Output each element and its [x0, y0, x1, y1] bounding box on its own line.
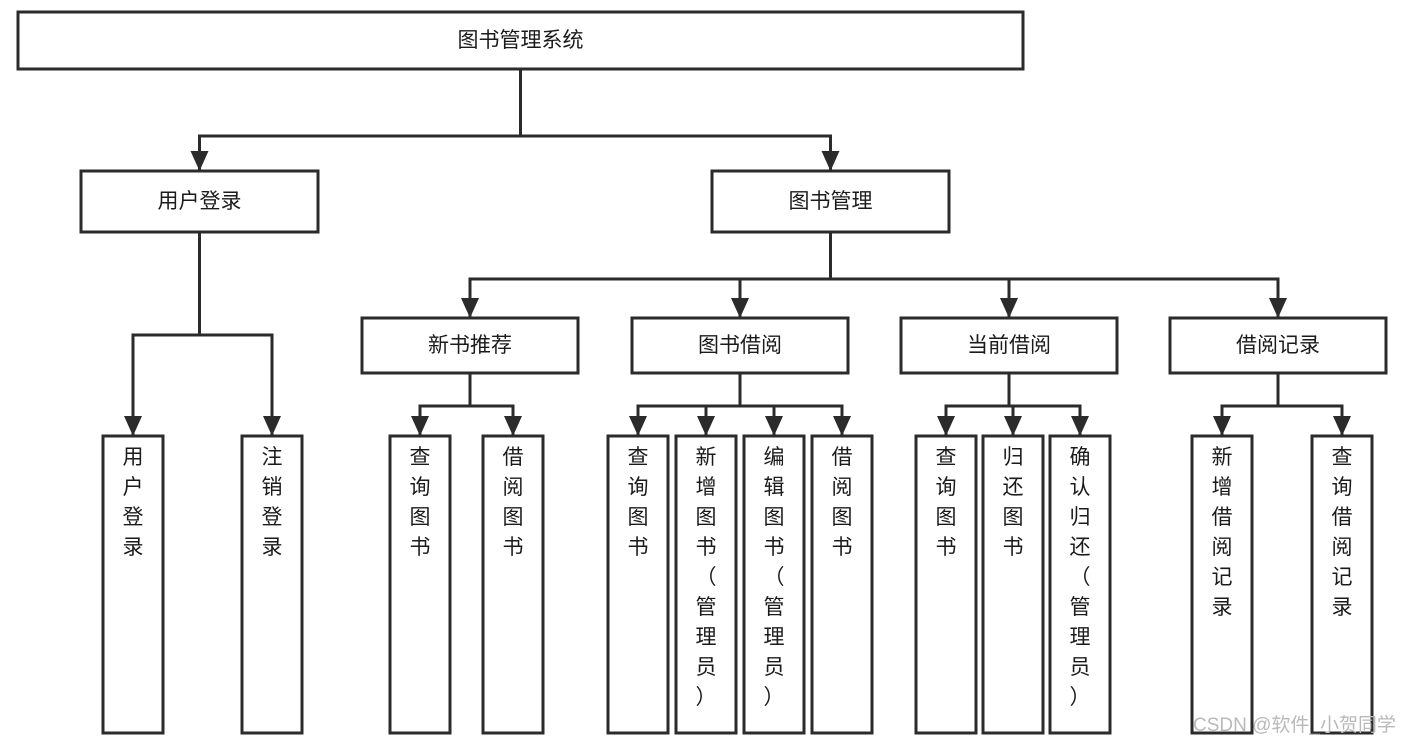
node-leaf-user-login[interactable]: 用户登录 [101, 434, 165, 735]
node-root[interactable]: 图书管理系统 [16, 10, 1025, 71]
node-box-current-borrow [899, 316, 1119, 375]
node-label-new-book-rec: 新书推荐 [428, 334, 512, 357]
edge-group-borrow-record [1213, 371, 1351, 437]
arrow-head-icon-leaf-add-record [1213, 416, 1231, 436]
node-label-book-manage: 图书管理 [789, 190, 873, 213]
node-leaf-query-book-1[interactable]: 查询图书 [388, 434, 452, 735]
arrow-head-icon-leaf-query-book-2 [629, 416, 647, 436]
edge-group-book-manage [461, 230, 1287, 319]
node-leaf-logout[interactable]: 注销登录 [240, 434, 304, 735]
node-label-root: 图书管理系统 [458, 29, 584, 52]
node-label-borrow-record: 借阅记录 [1236, 334, 1320, 357]
node-box-leaf-borrow-book-1 [481, 434, 545, 735]
arrow-head-icon-leaf-borrow-book-2 [833, 416, 851, 436]
node-label-leaf-confirm-return: 确认归还（管理员） [1070, 446, 1091, 709]
node-leaf-edit-book[interactable]: 编辑图书（管理员） [742, 434, 806, 735]
arrow-head-icon-leaf-confirm-return [1071, 416, 1089, 436]
arrow-head-icon-leaf-logout [263, 416, 281, 436]
arrow-head-icon-leaf-borrow-book-1 [504, 416, 522, 436]
node-label-user-login: 用户登录 [158, 190, 242, 213]
node-box-new-book-rec [360, 316, 580, 375]
edge-group-user-login [124, 230, 281, 437]
arrow-head-icon-leaf-query-book-1 [411, 416, 429, 436]
node-box-leaf-user-login [101, 434, 165, 735]
node-label-book-borrow: 图书借阅 [698, 334, 782, 357]
node-box-leaf-logout [240, 434, 304, 735]
node-leaf-add-book[interactable]: 新增图书（管理员） [674, 434, 738, 735]
edge-group-current-borrow [937, 371, 1089, 437]
node-new-book-rec[interactable]: 新书推荐 [360, 316, 580, 375]
csdn-watermark: CSDN @软件_小贺同学 [1193, 714, 1396, 736]
arrow-head-icon-borrow-record [1269, 298, 1287, 318]
node-box-leaf-query-book-2 [606, 434, 670, 735]
node-box-leaf-return-book [981, 434, 1045, 735]
node-user-login[interactable]: 用户登录 [79, 169, 320, 234]
arrow-head-icon-leaf-user-login [124, 416, 142, 436]
node-book-manage[interactable]: 图书管理 [710, 169, 951, 234]
node-label-leaf-return-book: 归还图书 [1003, 446, 1024, 559]
node-box-user-login [79, 169, 320, 234]
node-box-leaf-borrow-book-2 [810, 434, 874, 735]
arrow-head-icon-leaf-query-record [1333, 416, 1351, 436]
node-box-borrow-record [1168, 316, 1388, 375]
node-leaf-confirm-return[interactable]: 确认归还（管理员） [1048, 434, 1112, 735]
arrow-head-icon-new-book-rec [461, 298, 479, 318]
node-box-leaf-add-book [674, 434, 738, 735]
node-label-leaf-query-book-3: 查询图书 [936, 446, 957, 559]
node-label-leaf-logout: 注销登录 [262, 446, 283, 559]
edge-group-root [190, 67, 840, 172]
node-label-leaf-edit-book: 编辑图书（管理员） [764, 446, 785, 709]
node-label-leaf-add-book: 新增图书（管理员） [696, 446, 717, 709]
node-book-borrow[interactable]: 图书借阅 [630, 316, 850, 375]
node-leaf-query-book-2[interactable]: 查询图书 [606, 434, 670, 735]
node-label-leaf-query-record: 查询借阅记录 [1332, 446, 1353, 619]
connector-layer [124, 67, 1351, 437]
arrow-head-icon-leaf-query-book-3 [937, 416, 955, 436]
node-label-leaf-add-record: 新增借阅记录 [1212, 446, 1233, 619]
node-label-leaf-borrow-book-1: 借阅图书 [503, 446, 524, 559]
node-box-leaf-query-book-3 [914, 434, 978, 735]
arrow-head-icon-current-borrow [1000, 298, 1018, 318]
node-box-root [16, 10, 1025, 71]
arrow-head-icon-book-borrow [731, 298, 749, 318]
edge-group-book-borrow [629, 371, 851, 437]
node-leaf-return-book[interactable]: 归还图书 [981, 434, 1045, 735]
node-leaf-borrow-book-1[interactable]: 借阅图书 [481, 434, 545, 735]
node-leaf-query-record[interactable]: 查询借阅记录 [1310, 434, 1374, 735]
arrow-head-icon-leaf-add-book [697, 416, 715, 436]
node-borrow-record[interactable]: 借阅记录 [1168, 316, 1388, 375]
node-box-book-borrow [630, 316, 850, 375]
node-box-leaf-add-record [1190, 434, 1254, 735]
node-label-leaf-user-login: 用户登录 [123, 446, 144, 559]
node-current-borrow[interactable]: 当前借阅 [899, 316, 1119, 375]
node-leaf-borrow-book-2[interactable]: 借阅图书 [810, 434, 874, 735]
node-layer: 图书管理系统用户登录图书管理新书推荐图书借阅当前借阅借阅记录用户登录注销登录查询… [16, 10, 1388, 735]
arrow-head-icon-leaf-return-book [1004, 416, 1022, 436]
edge-group-new-book-rec [411, 371, 522, 437]
node-box-leaf-confirm-return [1048, 434, 1112, 735]
arrow-head-icon-leaf-edit-book [765, 416, 783, 436]
node-label-leaf-query-book-1: 查询图书 [410, 446, 431, 559]
node-box-leaf-query-record [1310, 434, 1374, 735]
node-box-leaf-edit-book [742, 434, 806, 735]
node-label-current-borrow: 当前借阅 [967, 334, 1051, 357]
node-label-leaf-borrow-book-2: 借阅图书 [832, 446, 853, 559]
node-label-leaf-query-book-2: 查询图书 [628, 446, 649, 559]
arrow-head-icon-user-login [190, 151, 209, 171]
node-leaf-add-record[interactable]: 新增借阅记录 [1190, 434, 1254, 735]
node-leaf-query-book-3[interactable]: 查询图书 [914, 434, 978, 735]
node-box-book-manage [710, 169, 951, 234]
arrow-head-icon-book-manage [821, 151, 840, 171]
node-box-leaf-query-book-1 [388, 434, 452, 735]
